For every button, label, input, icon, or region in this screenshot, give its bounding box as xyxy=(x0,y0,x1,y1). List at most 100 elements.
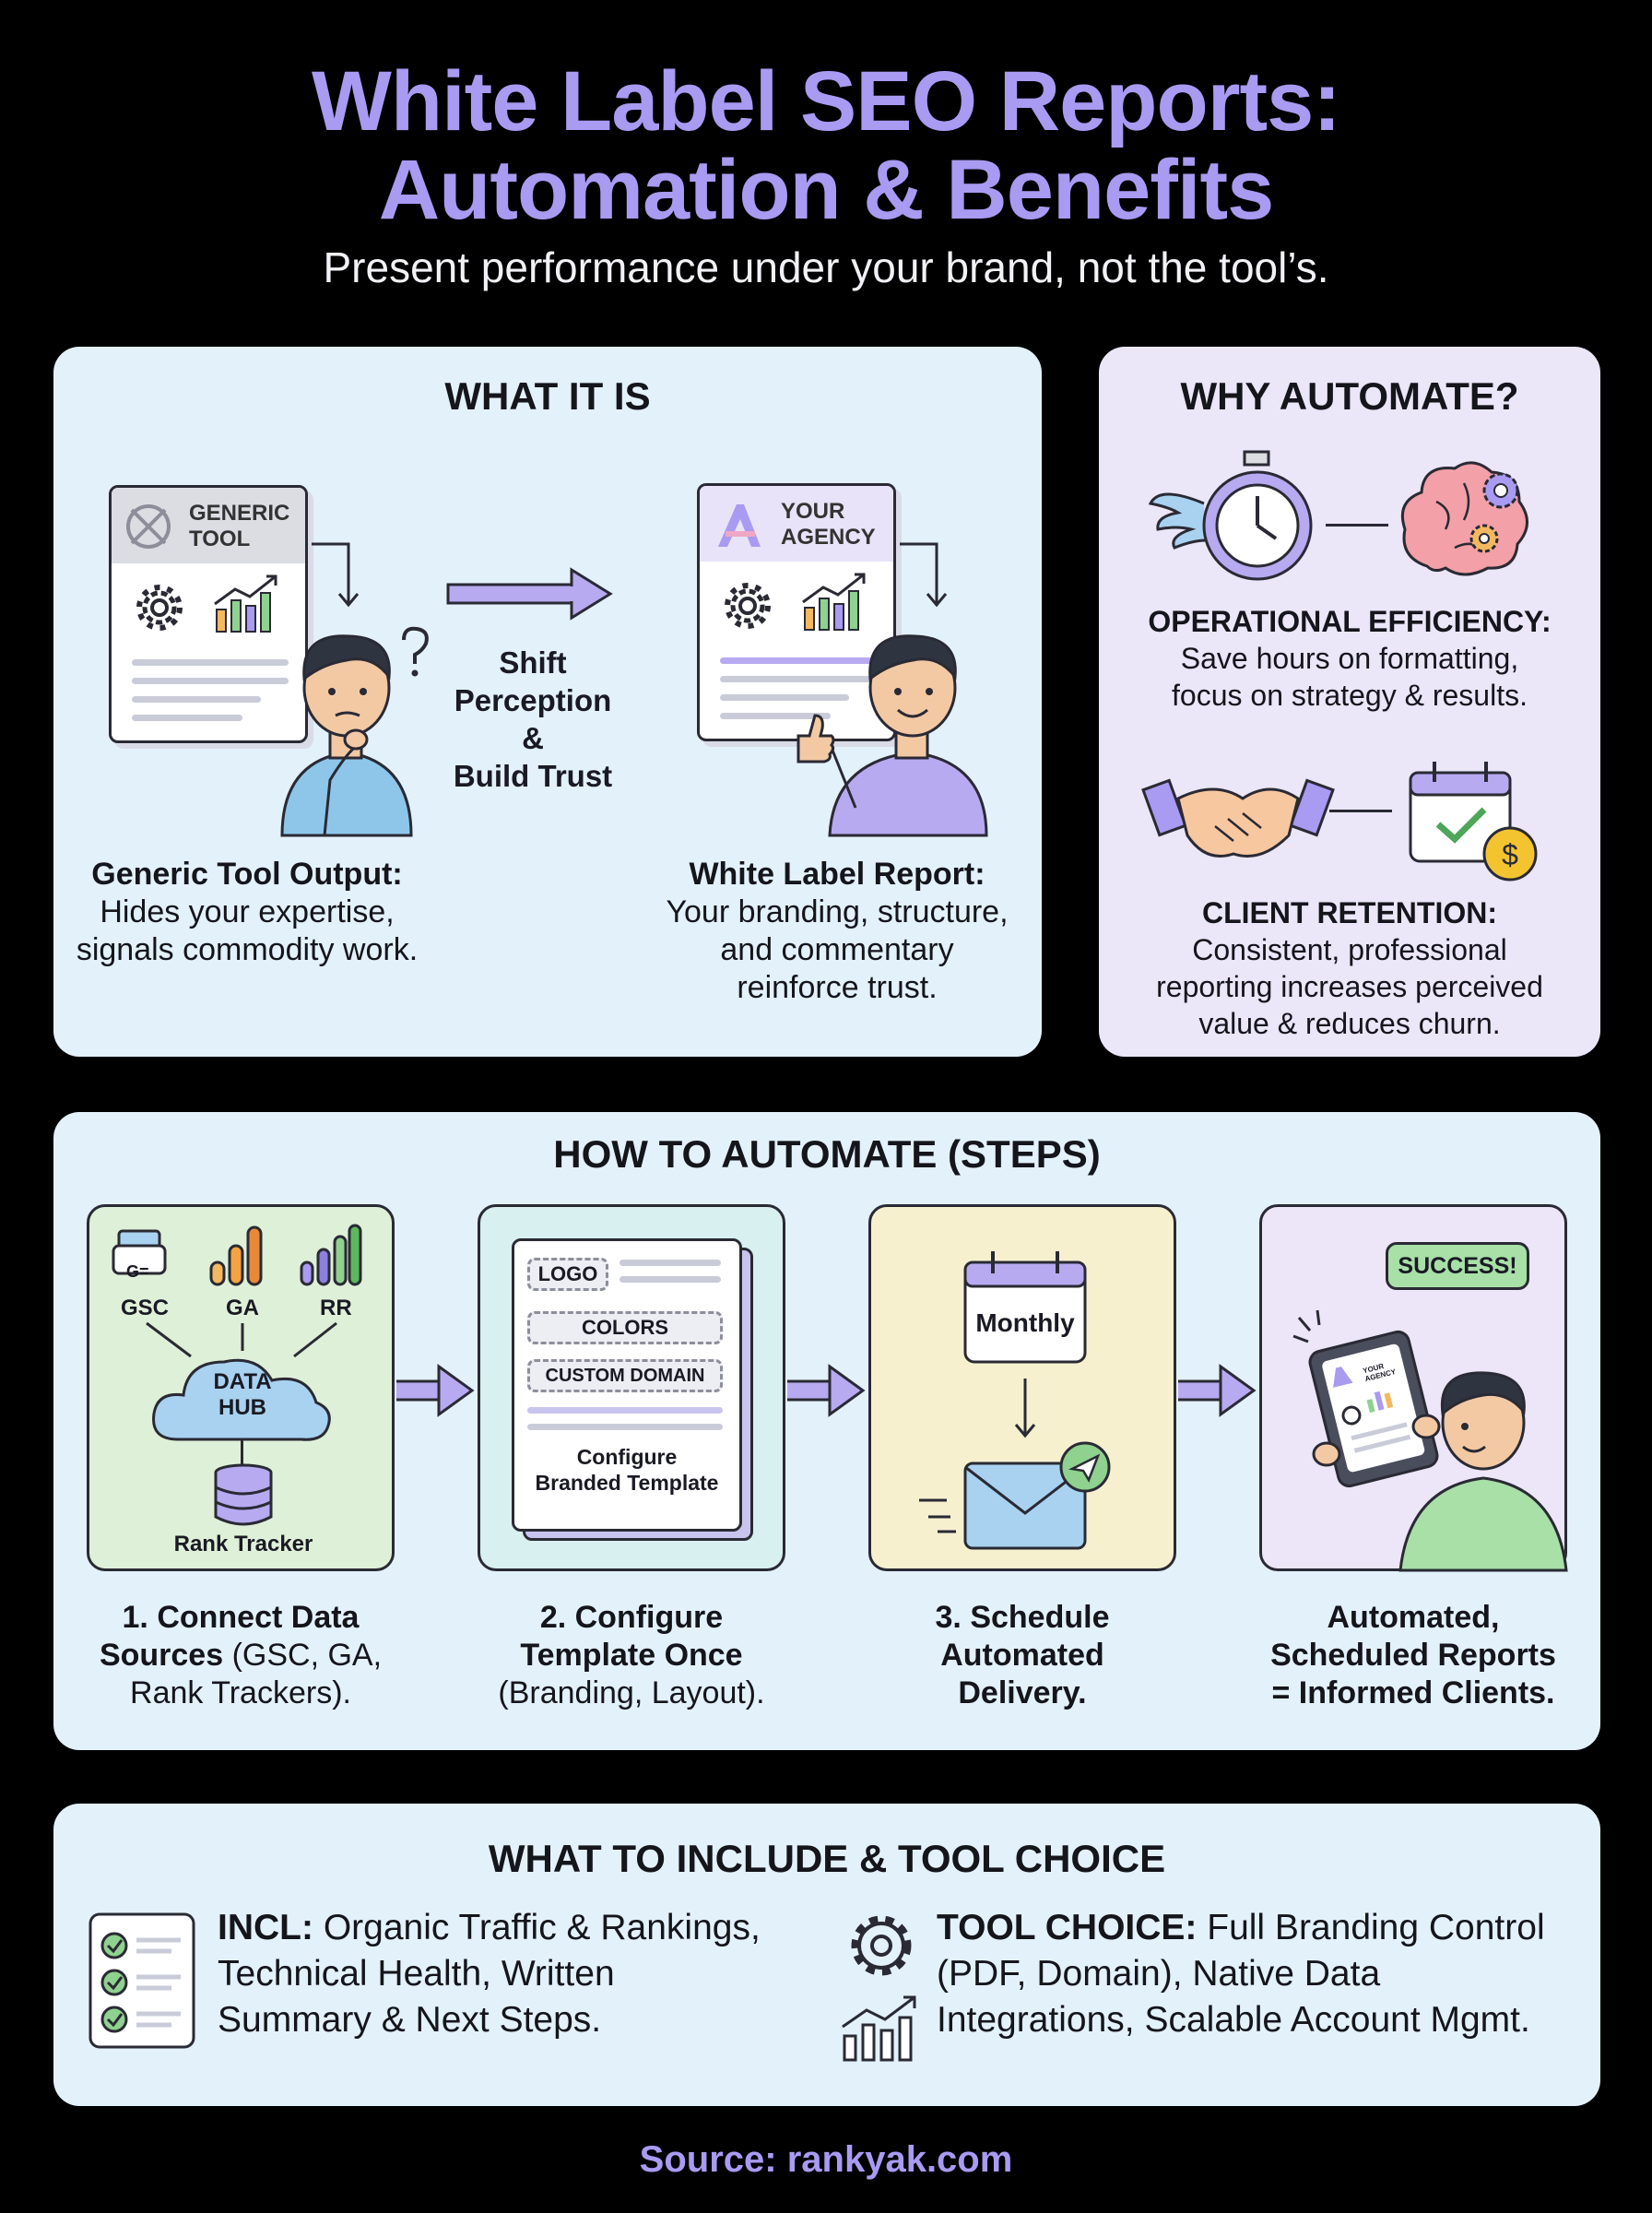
calendar-icon xyxy=(963,1251,1087,1364)
connector-lines xyxy=(146,1321,337,1358)
shift-text: Shift Perception & Build Trust xyxy=(441,644,625,795)
step-4-caption: Automated, Scheduled Reports = Informed … xyxy=(1235,1599,1591,1712)
hub-line-2: HUB xyxy=(218,1395,266,1420)
title-line-1: White Label SEO Reports: xyxy=(312,54,1341,148)
growth-chart-icon xyxy=(802,573,866,631)
doc-line xyxy=(720,676,877,682)
custom-domain-slot: CUSTOM DOMAIN xyxy=(527,1359,723,1392)
step-1-caption-line-3: Rank Trackers). xyxy=(130,1675,351,1710)
how-to-panel: HOW TO AUTOMATE (STEPS) G= GSC GA RR xyxy=(53,1112,1600,1750)
tool-line-1-text: Full Branding Control xyxy=(1197,1908,1545,1947)
question-mark-icon xyxy=(402,626,429,677)
page-title: White Label SEO Reports: Automation & Be… xyxy=(0,57,1652,234)
step-4-caption-line-1: Automated, xyxy=(1327,1600,1500,1635)
title-line-2: Automation & Benefits xyxy=(378,143,1275,237)
retention-line-3: value & reduces churn. xyxy=(1198,1007,1501,1040)
calendar-money-icon: $ xyxy=(1409,762,1538,882)
source-credit: Source: rankyak.com xyxy=(639,2139,1013,2180)
white-label-report: YOUR AGENCY xyxy=(697,483,896,741)
data-hub-label: DATA HUB xyxy=(150,1369,335,1421)
retention-caption: CLIENT RETENTION: Consistent, profession… xyxy=(1108,894,1591,1042)
tool-choice-label: TOOL CHOICE: xyxy=(937,1908,1198,1947)
include-line-1: INCL: Organic Traffic & Rankings, xyxy=(218,1905,808,1951)
email-send-icon xyxy=(919,1441,1111,1550)
template-doc-line-1: Configure xyxy=(576,1445,678,1469)
wl-caption-line-1: Your branding, structure, xyxy=(666,894,1009,929)
rr-label: RR xyxy=(320,1296,352,1320)
down-arrow-icon xyxy=(900,542,948,608)
include-label: INCL: xyxy=(218,1908,313,1947)
gsc-label: GSC xyxy=(121,1296,170,1320)
include-line-3: Summary & Next Steps. xyxy=(218,2000,602,2040)
template-doc: LOGO COLORS CUSTOM DOMAIN Configure Bran… xyxy=(512,1238,742,1532)
template-doc-line-2: Branded Template xyxy=(535,1471,719,1495)
doc-line xyxy=(620,1276,721,1283)
agency-doc-label-1: YOUR xyxy=(781,499,845,524)
wl-caption-title: White Label Report: xyxy=(689,857,985,892)
shift-line-2: Perception & xyxy=(454,683,612,755)
connector-line xyxy=(1326,524,1388,527)
step-3-caption-line-1: 3. Schedule xyxy=(935,1600,1110,1635)
what-it-is-title: WHAT IT IS xyxy=(444,374,651,418)
connector-line xyxy=(1329,810,1392,812)
step-2-caption-line-1: 2. Configure xyxy=(539,1600,724,1635)
step-arrow-icon xyxy=(787,1364,866,1417)
tool-line-2: (PDF, Domain), Native Data xyxy=(937,1954,1381,1994)
why-automate-panel: WHY AUTOMATE? OPERATIONAL EFFICIENCY: Sa… xyxy=(1099,347,1600,1057)
generic-doc-label-2: TOOL xyxy=(189,527,251,551)
excitement-lines-icon xyxy=(1292,1309,1321,1343)
crossed-tool-icon xyxy=(126,504,171,549)
step-4-caption-line-2: Scheduled Reports xyxy=(1270,1638,1556,1673)
include-line-2: Technical Health, Written xyxy=(218,1954,615,1994)
connector-line xyxy=(241,1439,243,1467)
agency-logo-icon xyxy=(718,504,761,547)
doc-line xyxy=(527,1424,723,1430)
gsc-icon-text: G= xyxy=(126,1262,149,1281)
doc-line xyxy=(720,694,849,701)
brain-gear-icon xyxy=(1400,461,1528,576)
database-icon xyxy=(214,1463,273,1526)
doc-line xyxy=(132,715,242,721)
step-3-card: Monthly xyxy=(868,1204,1176,1571)
generic-doc-header xyxy=(112,488,305,563)
step-1-caption-rest: (GSC, GA, xyxy=(223,1638,383,1673)
success-bubble: SUCCESS! xyxy=(1386,1242,1529,1290)
doc-line xyxy=(132,696,261,703)
efficiency-title: OPERATIONAL EFFICIENCY: xyxy=(1148,605,1552,638)
include-line-1-text: Organic Traffic & Rankings, xyxy=(313,1908,761,1947)
how-to-title: HOW TO AUTOMATE (STEPS) xyxy=(553,1132,1101,1176)
generic-caption-title: Generic Tool Output: xyxy=(91,857,403,892)
shift-arrow-icon xyxy=(446,567,613,621)
gear-icon xyxy=(136,585,183,631)
efficiency-line-1: Save hours on formatting, xyxy=(1180,642,1519,675)
person-with-tablet-illustration xyxy=(1308,1330,1568,1572)
template-doc-text: Configure Branded Template xyxy=(514,1444,739,1496)
doc-line xyxy=(720,657,877,664)
step-4-card: SUCCESS! YOUR AGENCY xyxy=(1259,1204,1568,1572)
gsc-icon xyxy=(112,1229,167,1275)
what-it-is-panel: WHAT IT IS GENERIC TOOL xyxy=(53,347,1042,1057)
why-automate-title: WHY AUTOMATE? xyxy=(1180,374,1519,418)
step-1-caption-bold: Sources xyxy=(99,1638,224,1673)
step-1-card: G= GSC GA RR DATA HUB xyxy=(87,1204,395,1571)
step-3-caption-line-3: Delivery. xyxy=(958,1675,1087,1710)
step-2-card: LOGO COLORS CUSTOM DOMAIN Configure Bran… xyxy=(478,1204,785,1571)
ga-icon xyxy=(209,1225,263,1286)
step-2-caption: 2. Configure Template Once (Branding, La… xyxy=(454,1599,809,1712)
white-label-caption: White Label Report: Your branding, struc… xyxy=(643,856,1031,1007)
growth-chart-icon xyxy=(842,1995,916,2062)
shift-line-1: Shift xyxy=(499,645,567,680)
happy-person-illustration xyxy=(828,634,988,837)
tool-line-3: Integrations, Scalable Account Mgmt. xyxy=(937,2000,1530,2040)
generic-tool-report: GENERIC TOOL xyxy=(109,485,308,743)
step-4-caption-line-3: = Informed Clients. xyxy=(1271,1675,1555,1710)
svg-text:$: $ xyxy=(1502,838,1518,871)
efficiency-line-2: focus on strategy & results. xyxy=(1172,679,1528,712)
step-1-caption: 1. Connect Data Sources (GSC, GA, Rank T… xyxy=(63,1599,419,1712)
retention-line-1: Consistent, professional xyxy=(1192,933,1507,966)
monthly-label: Monthly xyxy=(975,1308,1075,1337)
confused-person-illustration xyxy=(280,634,413,837)
step-1-caption-line-2: Sources (GSC, GA, xyxy=(63,1637,419,1675)
tool-line-1: TOOL CHOICE: Full Branding Control xyxy=(937,1905,1582,1951)
cloud-icon xyxy=(152,1358,331,1441)
